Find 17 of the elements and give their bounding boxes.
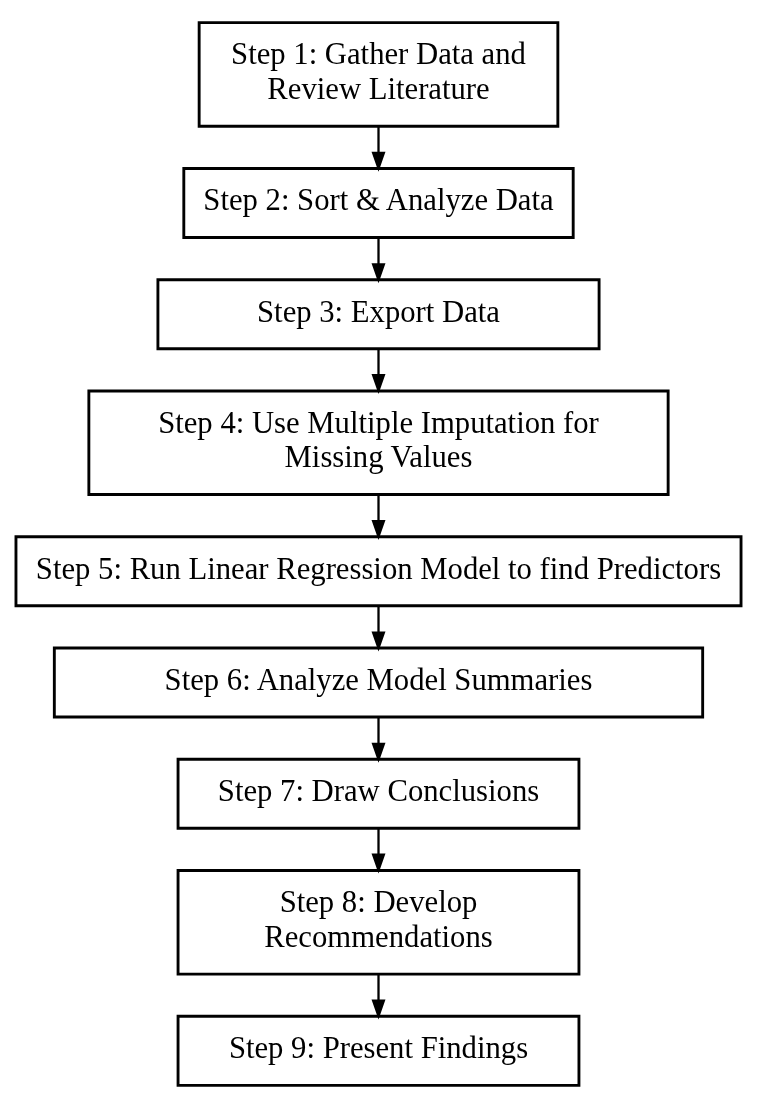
node-box: Step 3: Export Data xyxy=(156,277,601,350)
arrow xyxy=(371,125,386,172)
node-box: Step 6: Analyze Model Summaries xyxy=(52,646,705,718)
arrow xyxy=(371,237,386,283)
arrow xyxy=(371,494,386,540)
node-box: Step 5: Run Linear Regression Model to find Predictors xyxy=(14,534,743,607)
arrow xyxy=(371,973,386,1020)
node-box: Step 9: Present Findings xyxy=(176,1014,581,1087)
arrow xyxy=(371,348,386,394)
node-box: Step 7: Draw Conclusions xyxy=(176,757,581,830)
arrow xyxy=(371,605,386,651)
node-box: Step 8: Develop Recommendations xyxy=(176,868,581,975)
node-box: Step 1: Gather Data and Review Literature xyxy=(197,20,560,128)
arrow xyxy=(371,827,386,873)
node-box: Step 2: Sort & Analyze Data xyxy=(182,166,575,239)
arrow xyxy=(371,716,386,763)
node-box: Step 4: Use Multiple Imputation for Missing Values xyxy=(87,389,670,496)
